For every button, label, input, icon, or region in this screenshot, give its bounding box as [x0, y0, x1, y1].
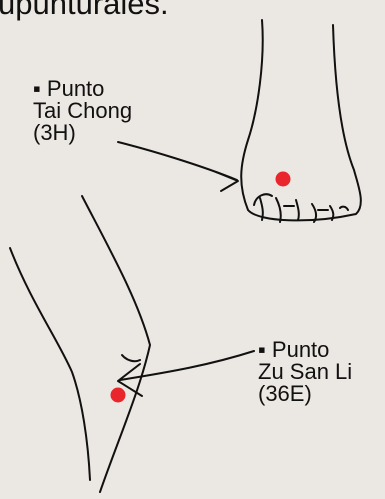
label-zusanli-line3: (36E)	[258, 383, 352, 405]
arrowhead-taichong	[216, 172, 238, 191]
arrow-zusanli	[120, 351, 254, 380]
leg-back-line	[10, 248, 90, 480]
leg-front-line	[82, 196, 150, 492]
label-taichong-line3: (3H)	[33, 122, 132, 144]
point-zusanli	[111, 388, 126, 403]
label-zusanli: ▪ Punto Zu San Li (36E)	[258, 339, 352, 405]
label-zusanli-line2: Zu San Li	[258, 361, 352, 383]
label-taichong-line2: Tai Chong	[33, 100, 132, 122]
label-taichong: ▪ Punto Tai Chong (3H)	[33, 78, 132, 144]
label-taichong-line1: ▪ Punto	[33, 78, 132, 100]
knee-crease	[122, 355, 140, 361]
label-zusanli-line1: ▪ Punto	[258, 339, 352, 361]
foot-outline	[241, 20, 361, 220]
point-taichong	[276, 172, 291, 187]
